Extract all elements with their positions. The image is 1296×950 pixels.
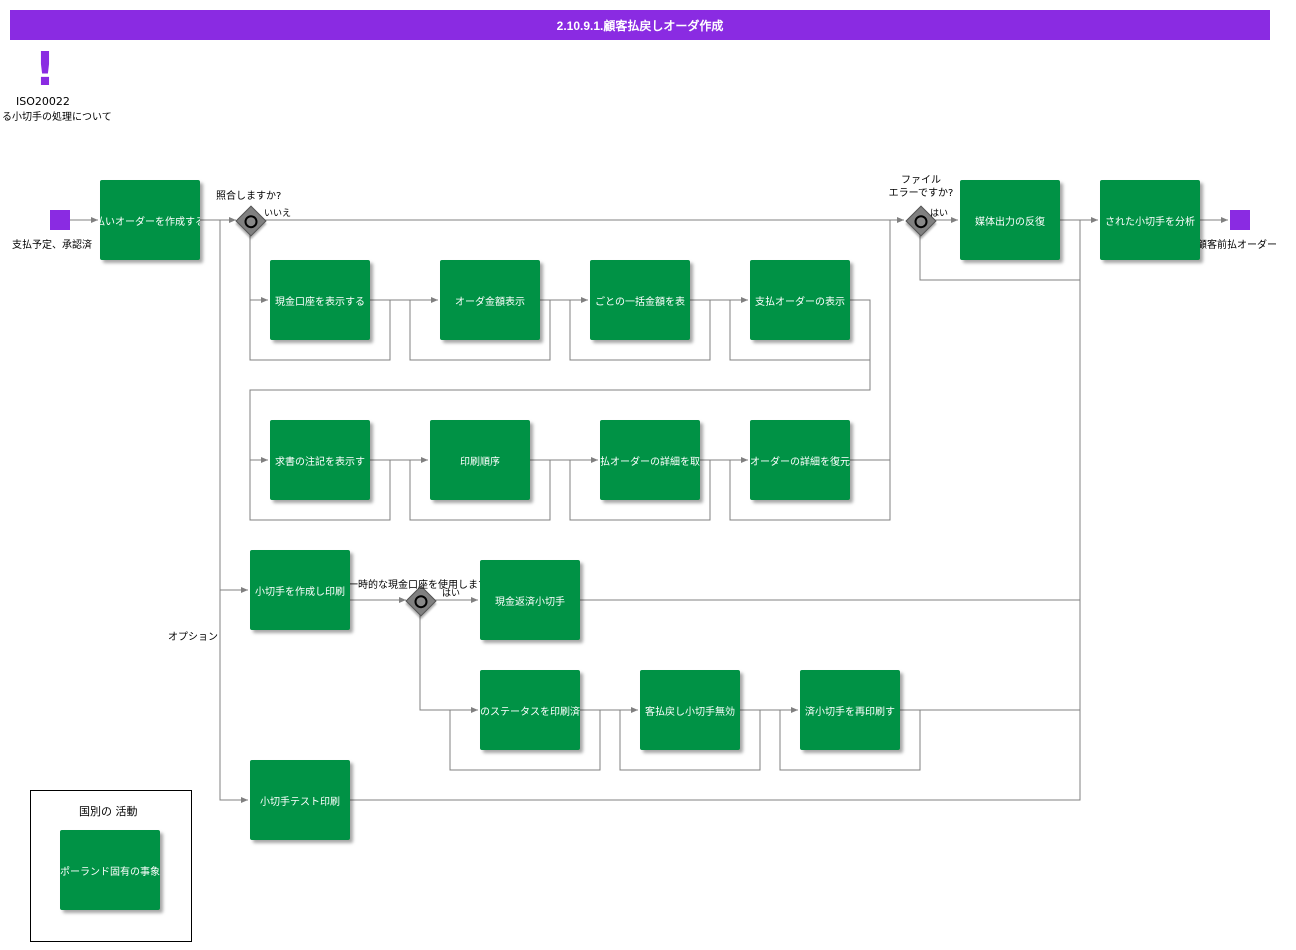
activity-create-print-check[interactable]: 小切手を作成し印刷 bbox=[250, 550, 350, 630]
gateway-file-error-question-1: ファイル bbox=[901, 175, 941, 186]
legend-title: 国別の 活動 bbox=[79, 805, 138, 818]
activity-show-cash-account[interactable]: 現金口座を表示する bbox=[270, 260, 370, 340]
exclamation-icon: ! bbox=[34, 42, 56, 96]
activity-bulk-amount[interactable]: ごとの一括金額を表 bbox=[590, 260, 690, 340]
activity-order-detail[interactable]: 払オーダーの詳細を取 bbox=[600, 420, 700, 500]
activity-print-order[interactable]: 印刷順序 bbox=[430, 420, 530, 500]
activity-void-check[interactable]: 客払戻し小切手無効 bbox=[640, 670, 740, 750]
activity-show-payment-order[interactable]: 支払オーダーの表示 bbox=[750, 260, 850, 340]
activity-print-status[interactable]: のステータスを印刷済 bbox=[480, 670, 580, 750]
gateway-temp-account-question: 一時的な現金口座を使用しますか? bbox=[348, 580, 504, 591]
activity-reprint-check[interactable]: 済小切手を再印刷す bbox=[800, 670, 900, 750]
activity-media-recovery[interactable]: 媒体出力の反復 bbox=[960, 180, 1060, 260]
legend-activity-poland[interactable]: ポーランド固有の事象 bbox=[60, 830, 160, 910]
gateway-temp-account-yes-label: はい bbox=[442, 589, 461, 599]
note-label-line1: ISO20022 bbox=[16, 95, 70, 108]
gateway-match-no-label: いいえ bbox=[264, 209, 292, 219]
activity-show-invoice-note[interactable]: 求書の注記を表示す bbox=[270, 420, 370, 500]
legend: 国別の 活動 ポーランド固有の事象 bbox=[30, 790, 192, 942]
diagram-title: 2.10.9.1.顧客払戻しオーダ作成 bbox=[10, 10, 1270, 40]
activity-create-order[interactable]: 払いオーダーを作成する bbox=[100, 180, 200, 260]
end-event-label: 顧客前払オーダー bbox=[1197, 240, 1277, 251]
gateway-file-error-yes-label: はい bbox=[930, 209, 949, 219]
note-label-line2: る小切手の処理について bbox=[2, 112, 112, 123]
activity-test-print[interactable]: 小切手テスト印刷 bbox=[250, 760, 350, 840]
option-label: オプション bbox=[168, 632, 218, 643]
activity-cash-refund-check[interactable]: 現金返済小切手 bbox=[480, 560, 580, 640]
activity-analyze-check[interactable]: された小切手を分析 bbox=[1100, 180, 1200, 260]
gateway-match-question: 照合しますか? bbox=[216, 191, 282, 202]
end-event[interactable] bbox=[1230, 210, 1250, 230]
start-event-label: 支払予定、承認済 bbox=[12, 240, 92, 251]
start-event[interactable] bbox=[50, 210, 70, 230]
activity-order-amount[interactable]: オーダ金額表示 bbox=[440, 260, 540, 340]
gateway-file-error-question-2: エラーですか? bbox=[888, 188, 954, 199]
activity-restore-detail[interactable]: オーダーの詳細を復元 bbox=[750, 420, 850, 500]
